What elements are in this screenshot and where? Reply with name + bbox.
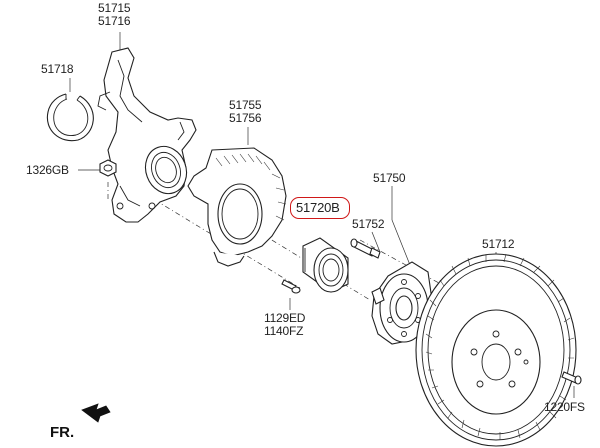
label-51750: 51750: [373, 171, 406, 185]
leader-lines: [69, 32, 575, 398]
label-51712: 51712: [482, 237, 515, 251]
label-51720b[interactable]: 51720B: [296, 200, 340, 215]
front-direction-arrow-icon: [81, 403, 111, 423]
small-bolt: [281, 279, 301, 294]
highlight-box: [290, 197, 350, 219]
label-1220fs: 1220FS: [544, 400, 585, 414]
label-51718: 51718: [41, 62, 74, 76]
label-51715: 51715: [98, 1, 131, 15]
label-1140fz: 1140FZ: [264, 324, 304, 338]
dust-cover: [187, 147, 287, 267]
label-1326gb: 1326GB: [26, 163, 69, 177]
label-51752: 51752: [352, 217, 385, 231]
steering-knuckle: [97, 47, 197, 223]
wheel-hub: [371, 261, 433, 345]
label-1129ed: 1129ED: [264, 311, 306, 325]
label-51755: 51755: [229, 98, 262, 112]
label-51756: 51756: [229, 111, 262, 125]
label-51716: 51716: [98, 14, 131, 28]
wheel-bearing: [302, 237, 349, 293]
nut: [99, 159, 117, 177]
brake-disc: [415, 253, 577, 447]
disc-screw: [561, 371, 582, 385]
snap-ring: [46, 93, 94, 142]
hub-bolt: [350, 238, 381, 259]
front-direction-label: FR.: [50, 424, 75, 441]
